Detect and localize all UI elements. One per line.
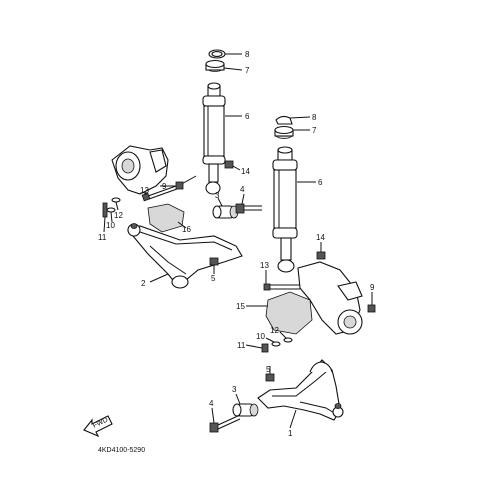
nut-5-upper[interactable]	[209, 257, 219, 266]
callout-12-left: 12	[114, 211, 123, 220]
shock-absorber-right[interactable]	[272, 115, 298, 273]
bolt-13-right[interactable]	[263, 283, 300, 291]
callout-11-left: 11	[98, 233, 107, 242]
callout-5-lower: 5	[266, 365, 271, 374]
bolt-4-upper[interactable]	[235, 203, 262, 214]
shock-absorber-upper[interactable]	[202, 49, 226, 195]
callout-9-right: 9	[370, 283, 375, 292]
dust-boot-16[interactable]	[147, 203, 185, 233]
nut-9-left[interactable]	[175, 181, 184, 190]
callout-14-right: 14	[316, 233, 325, 242]
part-code: 4KD4100-5290	[98, 447, 145, 454]
callout-16: 16	[182, 225, 191, 234]
fwd-arrow-icon: FWD	[83, 415, 113, 438]
bushing-3-lower[interactable]	[232, 403, 259, 417]
lower-arm-1[interactable]	[257, 359, 344, 421]
callout-7-right: 7	[312, 126, 317, 135]
dust-boot-15[interactable]	[265, 291, 313, 335]
callout-15: 15	[236, 302, 245, 311]
callout-6-upper-left: 6	[245, 112, 250, 121]
bolt-13-left[interactable]	[141, 185, 178, 202]
callout-10-right: 10	[256, 332, 265, 341]
callout-4-lower: 4	[209, 399, 214, 408]
callout-4-upper: 4	[240, 185, 245, 194]
callout-8-upper-left: 8	[245, 50, 250, 59]
callout-5-upper: 5	[211, 274, 216, 283]
bushing-3-upper[interactable]	[212, 205, 239, 219]
nut-5-lower[interactable]	[265, 373, 275, 382]
callout-6-right: 6	[318, 178, 323, 187]
nut-9-right[interactable]	[367, 304, 376, 313]
callout-13-right: 13	[260, 261, 269, 270]
nut-14-left[interactable]	[224, 160, 234, 169]
leader-lines	[103, 53, 373, 429]
callout-11-right: 11	[237, 341, 246, 350]
callout-labels: 8 7 6 8 7 6 14 13 9 12 10 11 16 3 4 2 5 …	[98, 50, 375, 438]
callout-9-left: 9	[162, 182, 167, 191]
callout-2: 2	[141, 279, 146, 288]
nut-14-right[interactable]	[316, 251, 326, 260]
callout-3-upper: 3	[215, 191, 220, 200]
callout-8-right: 8	[312, 113, 317, 122]
callout-12-right: 12	[270, 326, 279, 335]
callout-1: 1	[288, 429, 293, 438]
callout-7-upper-left: 7	[245, 66, 250, 75]
callout-3-lower: 3	[232, 385, 237, 394]
bolt-4-lower[interactable]	[209, 414, 241, 433]
callout-10-left: 10	[106, 221, 115, 230]
washer-stack-right[interactable]	[261, 337, 293, 353]
callout-13-left: 13	[140, 186, 149, 195]
steering-knuckle-right[interactable]	[297, 261, 363, 335]
callout-14-left: 14	[241, 167, 250, 176]
